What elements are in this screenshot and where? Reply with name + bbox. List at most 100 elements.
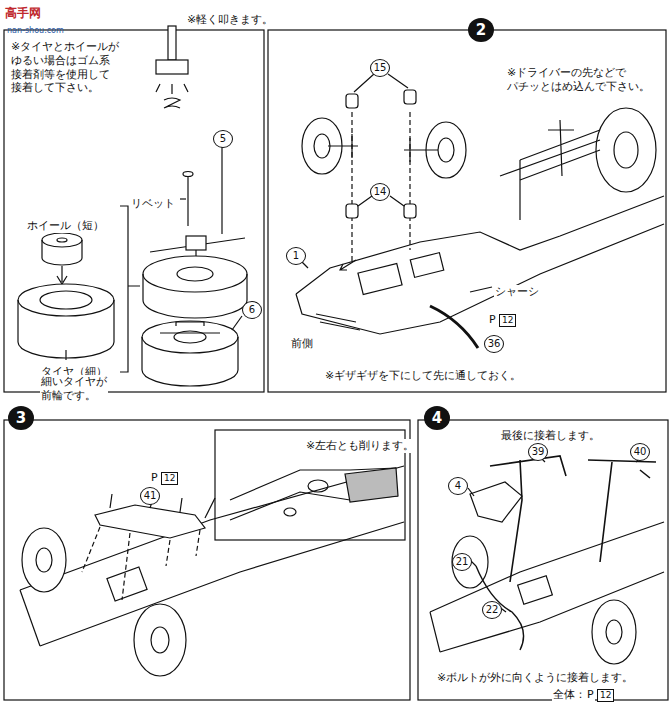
- chassis-step-3-stroke: [205, 498, 215, 518]
- wheel-assembly-stroke: [143, 300, 247, 318]
- chassis-front-stroke: [352, 112, 410, 262]
- chassis-front-stroke: [296, 224, 664, 334]
- tire-and-wheel-left-stroke: [18, 300, 114, 358]
- inset-detail-3-stroke: [230, 468, 398, 520]
- inset-detail-2-stroke: [614, 132, 638, 168]
- chassis-step-4: [430, 456, 664, 664]
- axle-part-5-stroke: [186, 236, 206, 250]
- chassis-step-4-stroke: [592, 600, 636, 664]
- label-slot: 12: [161, 466, 178, 485]
- part-name: シャーシ: [494, 285, 540, 299]
- label-slot: 40: [630, 440, 650, 461]
- label-slot: ※ドライバーの先などで パチッとはめ込んで下さい。: [506, 66, 651, 94]
- tire-and-wheel-left-stroke: [42, 240, 82, 265]
- panel-frames: [4, 30, 668, 700]
- page-ref-prefix: P: [586, 688, 595, 702]
- chassis-step-3: [20, 466, 404, 676]
- direction-label: 前側: [290, 337, 314, 351]
- tire-and-wheel-left-stroke: [18, 284, 114, 316]
- text-line: ゆるい場合はゴム系: [11, 54, 119, 68]
- callout-number: 14: [370, 183, 390, 201]
- callout-number: 15: [370, 59, 390, 77]
- chassis-step-3-stroke: [134, 604, 186, 676]
- page-ref-number: 12: [161, 472, 178, 485]
- inset-detail-3-stroke: [284, 508, 296, 516]
- chassis-step-4-stroke: [606, 620, 622, 644]
- page-ref-label: 全体：: [552, 688, 587, 702]
- hammer-and-rivet-stroke: [168, 26, 176, 60]
- hammer-and-rivet-stroke: [180, 198, 186, 199]
- label-slot: ホイール（短）: [26, 214, 105, 233]
- page-ref-prefix: P: [150, 471, 159, 485]
- label-slot: 高手网: [4, 2, 42, 21]
- note-text: ※ギザギザを下にして先に通しておく。: [324, 369, 522, 383]
- hammer-and-rivet: [156, 26, 193, 226]
- panel-frames-stroke: [268, 30, 666, 392]
- wheel-assembly-stroke: [232, 316, 242, 330]
- text-line: 前輪です。: [41, 389, 107, 403]
- tire-and-wheel-left-stroke: [120, 206, 140, 372]
- hammer-and-rivet-stroke: [156, 84, 188, 94]
- inset-detail-2-stroke: [520, 120, 600, 180]
- page-ref-number: 12: [499, 314, 516, 327]
- panel-frames-stroke: [418, 420, 668, 700]
- label-slot: 21: [452, 550, 472, 571]
- wheel-assembly-stroke: [143, 274, 247, 300]
- inset-detail-2-stroke: [596, 108, 656, 192]
- text-line: パチッとはめ込んで下さい。: [507, 80, 650, 94]
- chassis-step-4-stroke: [430, 522, 664, 612]
- front-wheels: [302, 74, 466, 218]
- chassis-step-4-stroke: [490, 456, 566, 582]
- chassis-step-3-stroke: [36, 548, 52, 572]
- tire-and-wheel-left-stroke: [57, 266, 67, 284]
- note-text: ※ボルトが外に向くように接着します。: [436, 671, 634, 685]
- site-logo: 高手网: [4, 6, 42, 21]
- part-name: リベット: [130, 197, 176, 211]
- step-number: 2: [468, 18, 494, 42]
- callout-number: 39: [528, 443, 548, 461]
- callout-number: 5: [213, 130, 233, 148]
- chassis-front-stroke: [358, 263, 402, 294]
- callout-number: 40: [630, 443, 650, 461]
- hammer-and-rivet-stroke: [183, 172, 193, 177]
- cable-36-stroke: [470, 287, 492, 292]
- axle-part-5-stroke: [221, 146, 222, 234]
- inset-detail-2-stroke: [500, 140, 600, 220]
- chassis-front-stroke: [316, 314, 360, 330]
- inset-detail-3-stroke: [345, 468, 398, 502]
- watermark: nan-shou.com: [6, 26, 65, 36]
- label-slot: ※左右とも削ります。: [305, 434, 415, 453]
- front-wheels-stroke: [404, 138, 438, 162]
- page-ref-prefix: P: [488, 313, 497, 327]
- label-slot: 39: [528, 440, 548, 461]
- front-wheels-stroke: [438, 138, 454, 162]
- label-slot: 41: [140, 484, 160, 505]
- note-text: 最後に接着します。: [500, 429, 601, 443]
- label-slot: P: [488, 308, 497, 327]
- tire-and-wheel-left-stroke: [65, 350, 66, 360]
- callout-number: 22: [482, 601, 502, 619]
- inset-detail-2: [500, 108, 656, 220]
- chassis-step-4-stroke: [541, 458, 640, 462]
- label-slot: 最後に接着します。: [500, 424, 601, 443]
- label-slot: 6: [242, 298, 262, 319]
- label-slot: P: [586, 683, 595, 702]
- chassis-front-stroke: [340, 260, 356, 270]
- label-slot: 2: [468, 18, 494, 42]
- hammer-and-rivet-stroke: [187, 176, 188, 226]
- label-slot: 5: [213, 127, 233, 148]
- front-wheels-stroke: [314, 134, 330, 158]
- inset-detail-3-stroke: [308, 480, 328, 492]
- note-text: 細いタイヤが 前輪です。: [40, 375, 108, 403]
- label-slot: 1: [286, 244, 306, 265]
- chassis-step-3-stroke: [20, 466, 404, 590]
- tire-and-wheel-left-stroke: [57, 238, 67, 242]
- wheel-assembly-stroke: [160, 322, 220, 333]
- note-text: ※ドライバーの先などで パチッとはめ込んで下さい。: [506, 66, 651, 94]
- label-slot: ※タイヤとホイールが ゆるい場合はゴム系 接着剤等を使用して 接着して下さい。: [10, 40, 120, 95]
- note-text: ※タイヤとホイールが ゆるい場合はゴム系 接着剤等を使用して 接着して下さい。: [10, 40, 120, 95]
- chassis-step-4-stroke: [430, 612, 440, 652]
- label-slot: 15: [370, 56, 390, 77]
